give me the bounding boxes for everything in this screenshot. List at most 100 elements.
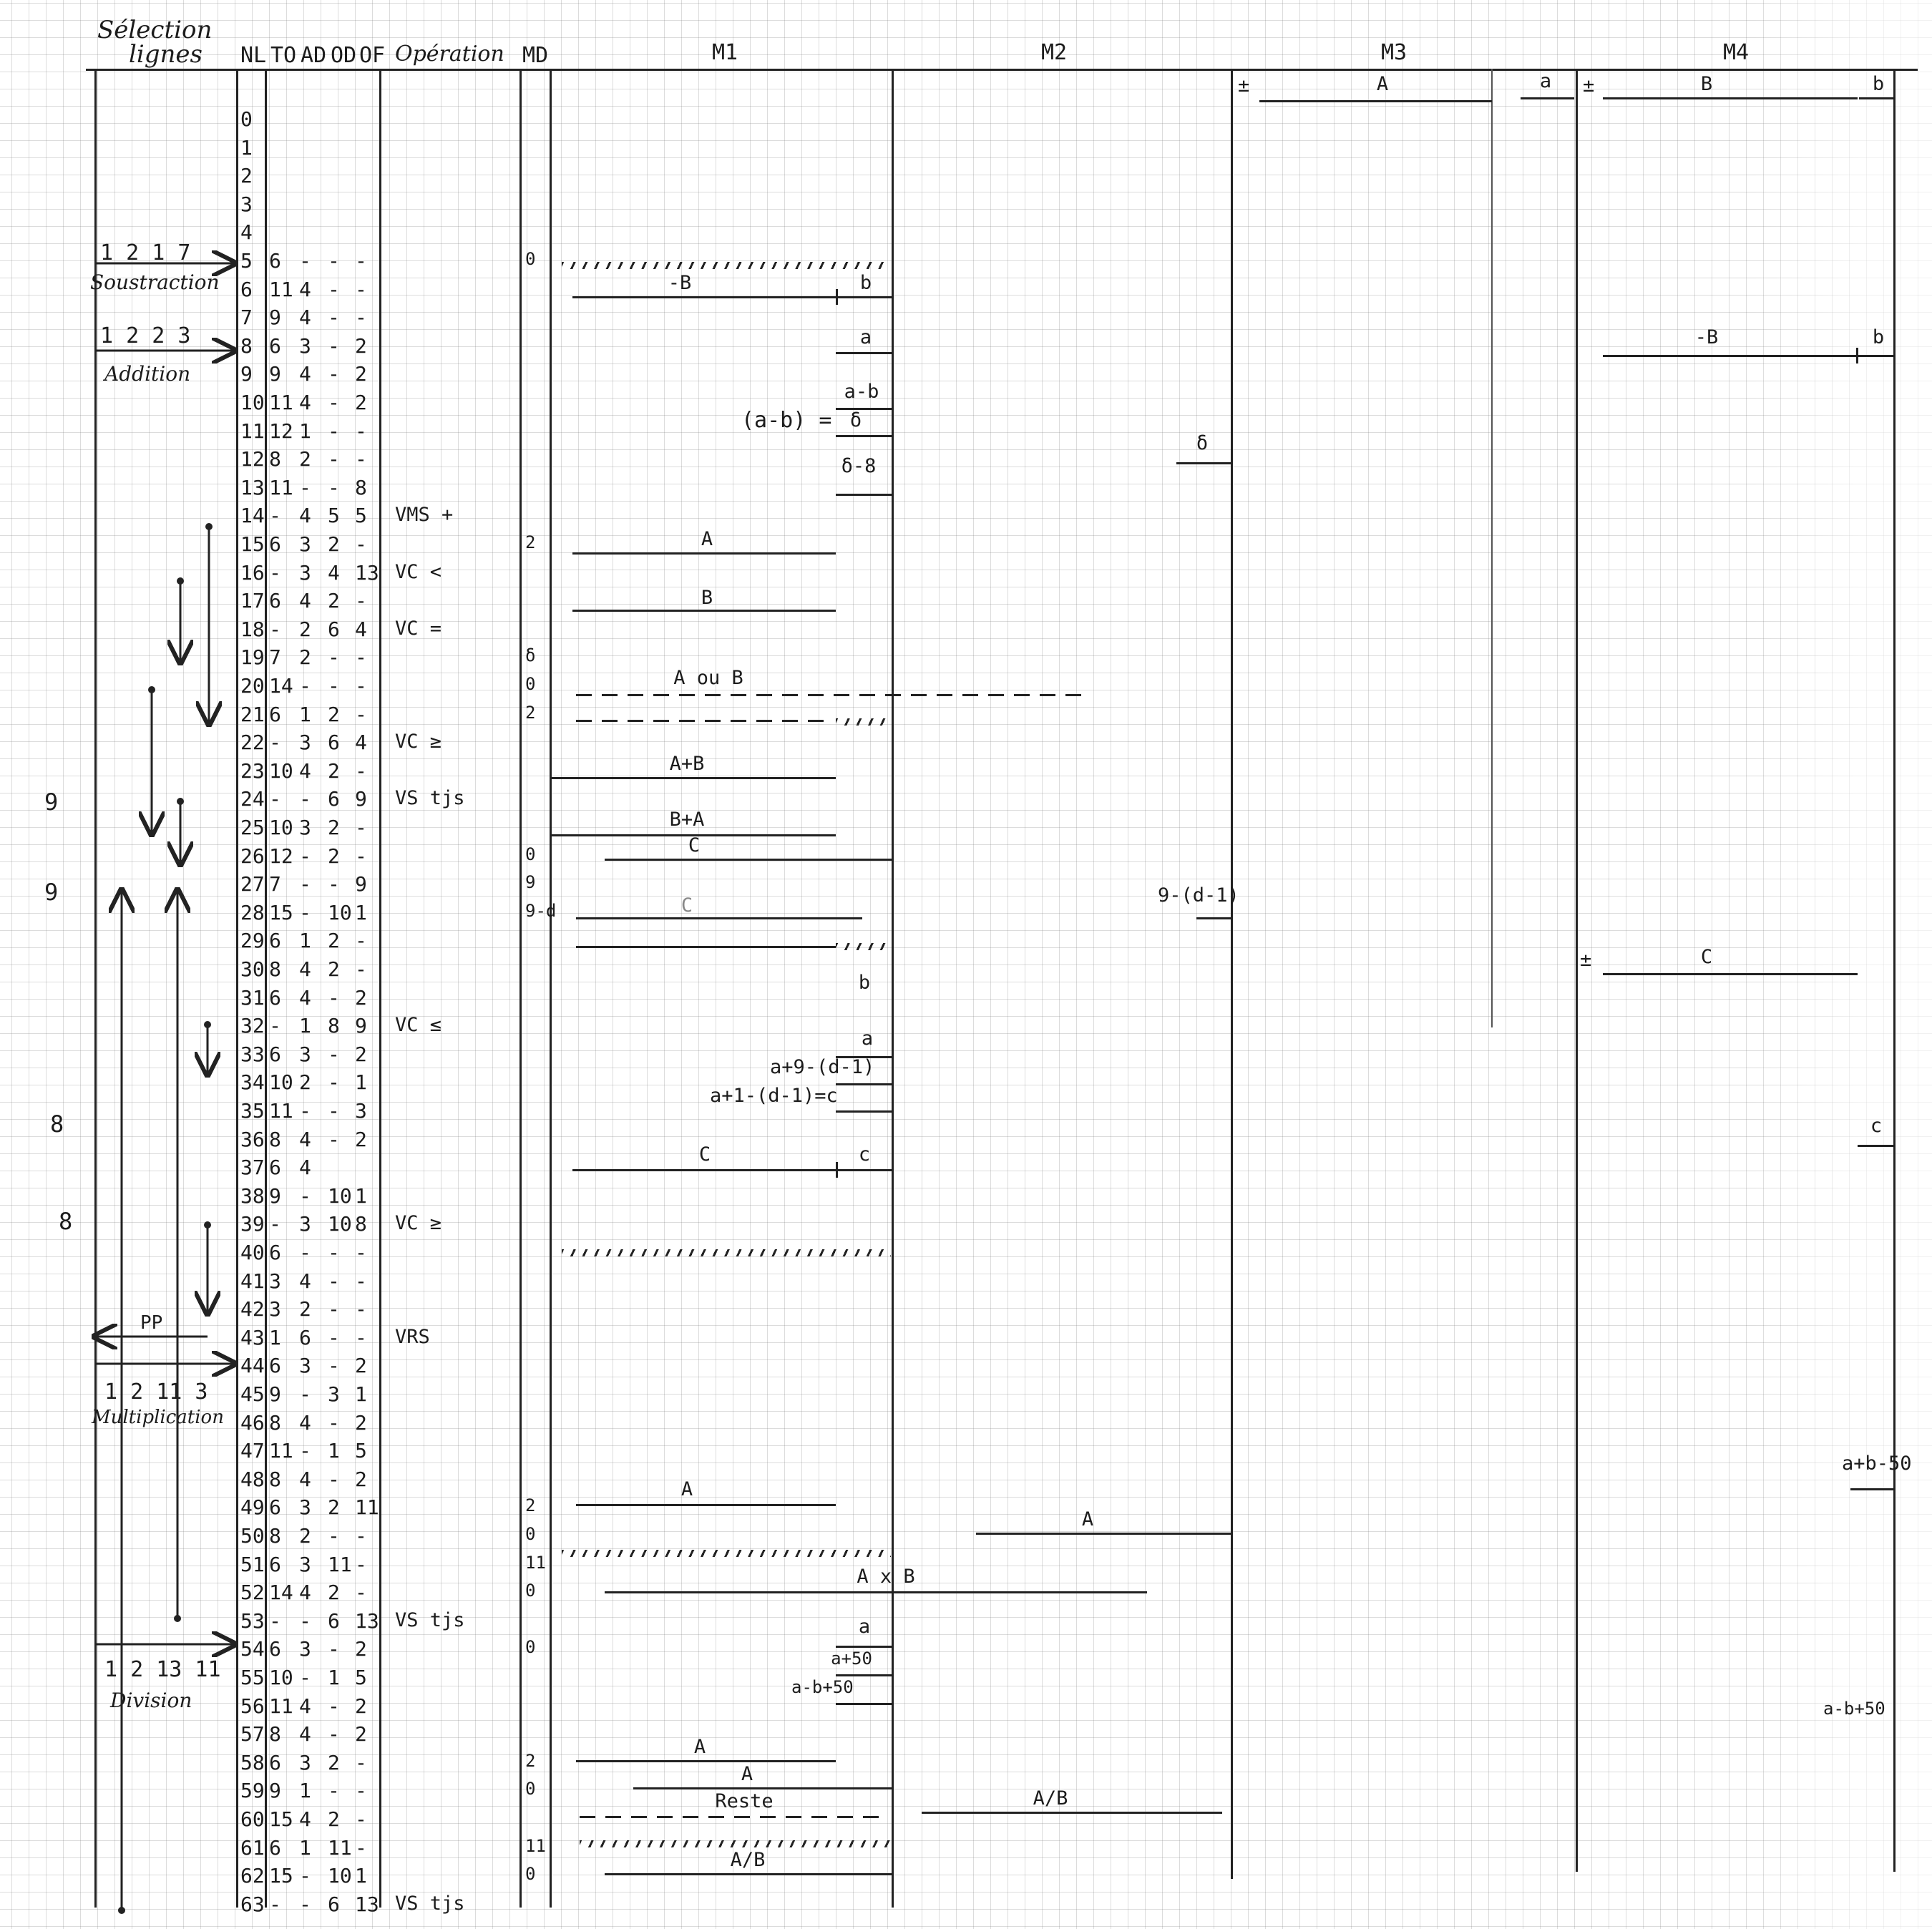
row-to: 8	[269, 1127, 281, 1151]
m1-seg-r8	[836, 352, 892, 354]
row-of: 2	[355, 362, 367, 386]
m4-label-r31: C	[1700, 946, 1713, 968]
row-ad: 3	[299, 816, 311, 839]
row-nl: 3	[240, 192, 253, 216]
m1-label-r34: a+9-(d-1)	[770, 1056, 875, 1078]
row-of: -	[355, 702, 367, 726]
row-nl: 23	[240, 758, 265, 783]
row-ad: 4	[299, 1467, 311, 1491]
row-nl: 54	[240, 1637, 265, 1661]
row-nl: 60	[240, 1807, 265, 1831]
row-of: -	[355, 249, 367, 273]
row-to: 11	[269, 1439, 293, 1463]
row-nl: 24	[240, 787, 265, 811]
m1-hatch-r29	[836, 943, 892, 950]
row-of: -	[355, 589, 367, 613]
row-od: 2	[328, 532, 340, 556]
row-nl: 6	[240, 277, 253, 301]
m1-label-r54: a	[858, 1616, 871, 1638]
m1-label-r15: A	[701, 528, 713, 550]
row-od: -	[328, 419, 340, 443]
row-nl: 9	[240, 362, 253, 386]
row-ad: -	[299, 475, 311, 499]
col-line-operation	[519, 69, 522, 1908]
row-to: 10	[269, 758, 293, 783]
row-of: -	[355, 929, 367, 953]
m1-seg-r62	[605, 1873, 892, 1875]
row-ad: -	[299, 1608, 311, 1633]
row-od: -	[328, 1354, 340, 1378]
row-to: 11	[269, 277, 293, 301]
header-col-to: TO	[270, 43, 297, 68]
row-nl: 48	[240, 1467, 265, 1491]
row-to: 9	[269, 362, 281, 386]
row-ad: -	[299, 1439, 311, 1463]
m4-label-r48: a+b-50	[1842, 1452, 1912, 1475]
row-md: 0	[525, 249, 536, 269]
row-ad: 4	[299, 1694, 311, 1718]
m4-seg-r31	[1603, 973, 1858, 975]
row-od: 10	[328, 1864, 352, 1888]
row-md: 2	[525, 702, 536, 723]
row-ad: -	[299, 872, 311, 897]
row-to: 6	[269, 1241, 281, 1264]
row-to: 8	[269, 1524, 281, 1548]
row-operation: VC =	[395, 617, 442, 640]
selection-code-division: 1 2 13 11	[104, 1657, 221, 1682]
row-nl: 51	[240, 1552, 265, 1576]
selection-name-addition: Addition	[104, 362, 191, 386]
row-nl: 5	[240, 249, 253, 273]
row-to: 8	[269, 447, 281, 472]
row-md: 2	[525, 532, 536, 552]
col-line-selection	[236, 69, 238, 1908]
row-nl: 63	[240, 1892, 265, 1916]
m3-bar-a-big	[1259, 100, 1492, 102]
row-to: 6	[269, 1552, 281, 1576]
row-operation: VS tjs	[395, 787, 465, 810]
selection-code-pp: PP	[140, 1312, 163, 1334]
row-nl: 49	[240, 1495, 265, 1520]
m1-label-r11-delta: δ	[849, 409, 862, 431]
row-nl: 58	[240, 1750, 265, 1774]
col-line-nl	[265, 69, 267, 1908]
row-ad: 1	[299, 1835, 311, 1860]
row-to: 9	[269, 1382, 281, 1406]
row-of: 9	[355, 1014, 367, 1038]
col-line-md	[550, 69, 552, 1908]
header-rule	[86, 69, 1918, 71]
header-title-line1: Sélection	[97, 16, 213, 44]
row-od: 6	[328, 1892, 340, 1916]
m4-sign: ±	[1583, 74, 1595, 97]
m1-seg-r55	[836, 1674, 892, 1676]
row-to: 11	[269, 391, 293, 414]
m1-hatch-r61	[580, 1840, 891, 1847]
row-od: 5	[328, 504, 340, 528]
m1-seg-r29	[576, 946, 836, 948]
row-ad: -	[299, 844, 311, 868]
row-od: -	[328, 277, 340, 301]
m1-tick-r6	[836, 289, 838, 305]
row-md: 11	[525, 1835, 546, 1856]
col-line-m3	[1576, 69, 1578, 1872]
selection-code-soustraction: 1 2 1 7	[100, 240, 191, 265]
m4-label-big: B	[1700, 73, 1713, 95]
row-ad: 4	[299, 758, 311, 783]
row-ad: -	[299, 787, 311, 811]
row-of: -	[355, 306, 367, 330]
row-to: -	[269, 504, 281, 528]
row-of: 3	[355, 1099, 367, 1123]
m4-tick-r8	[1856, 348, 1858, 363]
row-ad: 4	[299, 306, 311, 330]
row-operation: VC <	[395, 560, 442, 583]
m1-seg-r59	[633, 1787, 892, 1789]
row-operation: VRS	[395, 1325, 430, 1348]
m4-sign-r31: ±	[1580, 949, 1592, 971]
m1-hatch-r40	[562, 1249, 891, 1256]
row-ad: -	[299, 1892, 311, 1916]
row-to: 8	[269, 1722, 281, 1747]
row-od: -	[328, 447, 340, 472]
m4-label-r36: c	[1870, 1115, 1883, 1137]
m1-seg-r6	[572, 296, 892, 298]
row-od: -	[328, 1467, 340, 1491]
row-to: 14	[269, 1581, 293, 1605]
